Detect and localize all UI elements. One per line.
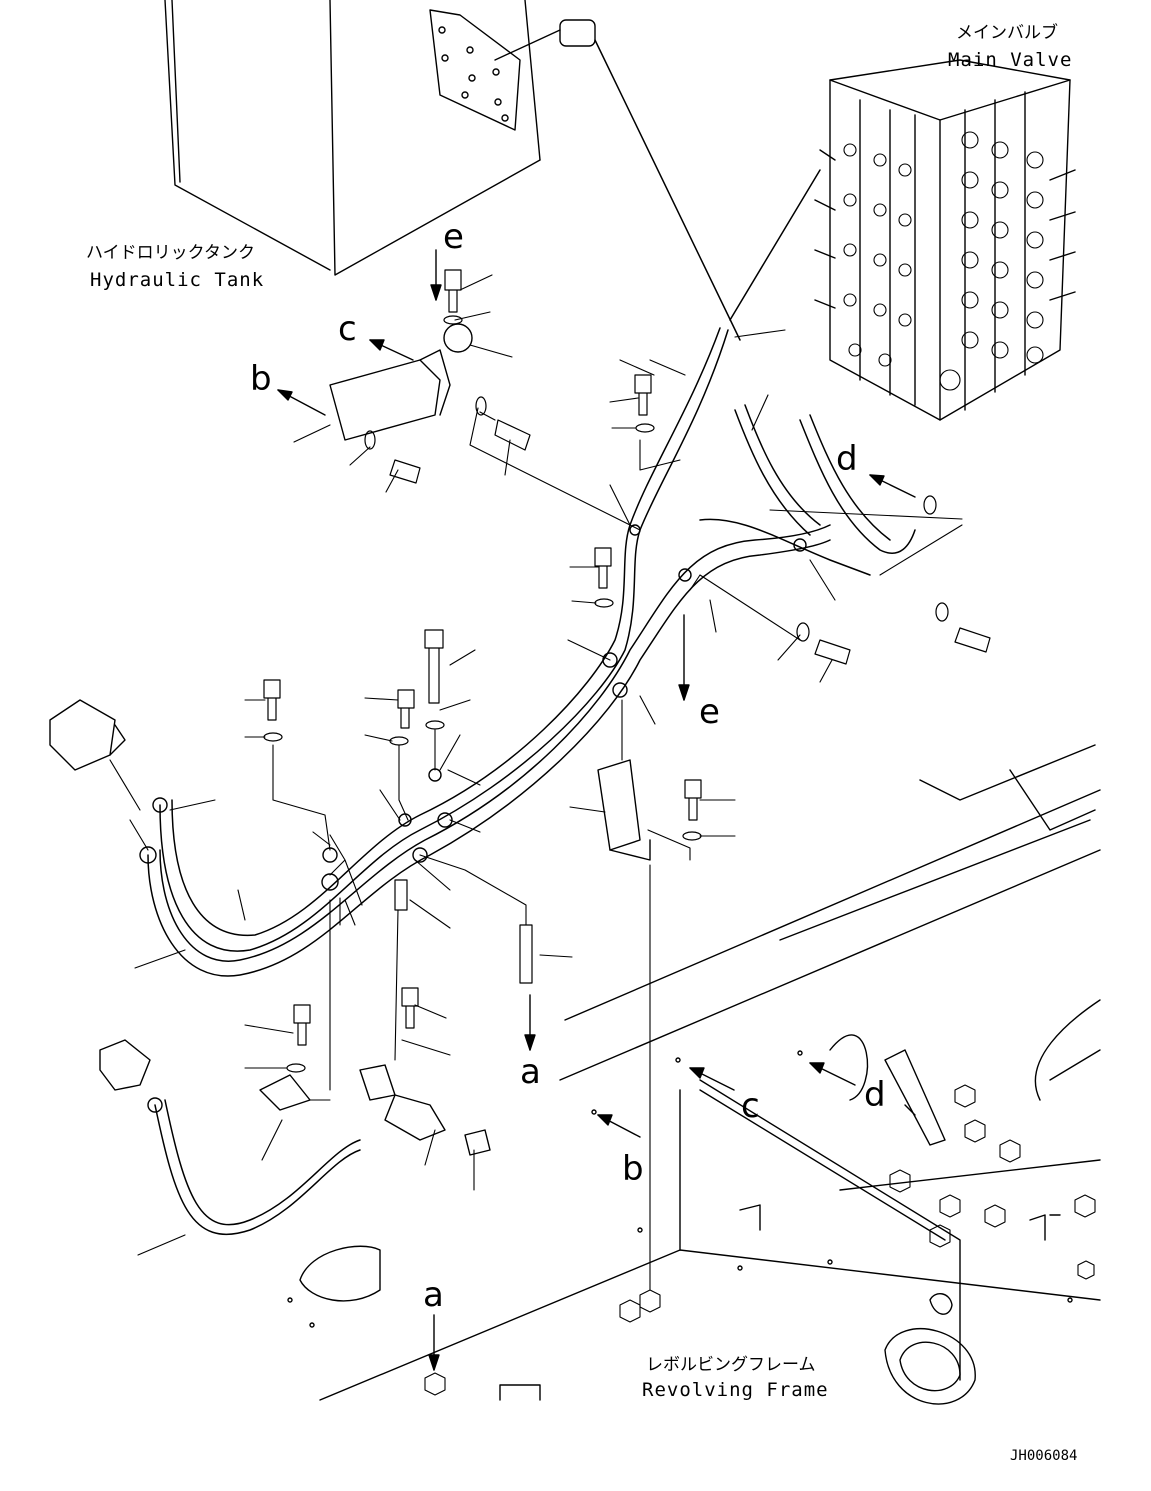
revolving-frame [287, 744, 1101, 1405]
hydraulic-tank-label-jp: ハイドロリックタンク [86, 243, 255, 263]
drawing-code: JH006084 [1010, 1448, 1077, 1464]
view-letter-d-top: d [836, 439, 858, 479]
hydraulic-tank-label-en: Hydraulic Tank [90, 269, 264, 291]
main-valve-label-en: Main Valve [948, 49, 1072, 71]
view-arrows [277, 249, 916, 1371]
view-letter-c-bottom: c [741, 1086, 760, 1126]
view-letter-e-bottom: e [699, 692, 720, 732]
view-letter-a-bottom: a [423, 1275, 444, 1315]
view-letter-b-bottom: b [622, 1149, 644, 1189]
view-letter-c-top: c [338, 309, 357, 349]
leader-lines [109, 274, 963, 1291]
view-letter-a-mid: a [520, 1052, 541, 1092]
bolts [263, 269, 991, 1073]
hydraulic-tank [164, 0, 596, 276]
main-valve-label-jp: メインバルブ [956, 22, 1058, 43]
main-valve [814, 59, 1076, 421]
view-letter-d-bottom: d [864, 1075, 886, 1115]
view-letter-e-top: e [443, 217, 464, 257]
switches [49, 699, 491, 1156]
revolving-frame-label-jp: レボルビングフレーム [646, 1355, 816, 1375]
revolving-frame-label-en: Revolving Frame [642, 1379, 829, 1401]
view-letter-b-top: b [250, 359, 272, 399]
hoses [147, 39, 916, 1236]
